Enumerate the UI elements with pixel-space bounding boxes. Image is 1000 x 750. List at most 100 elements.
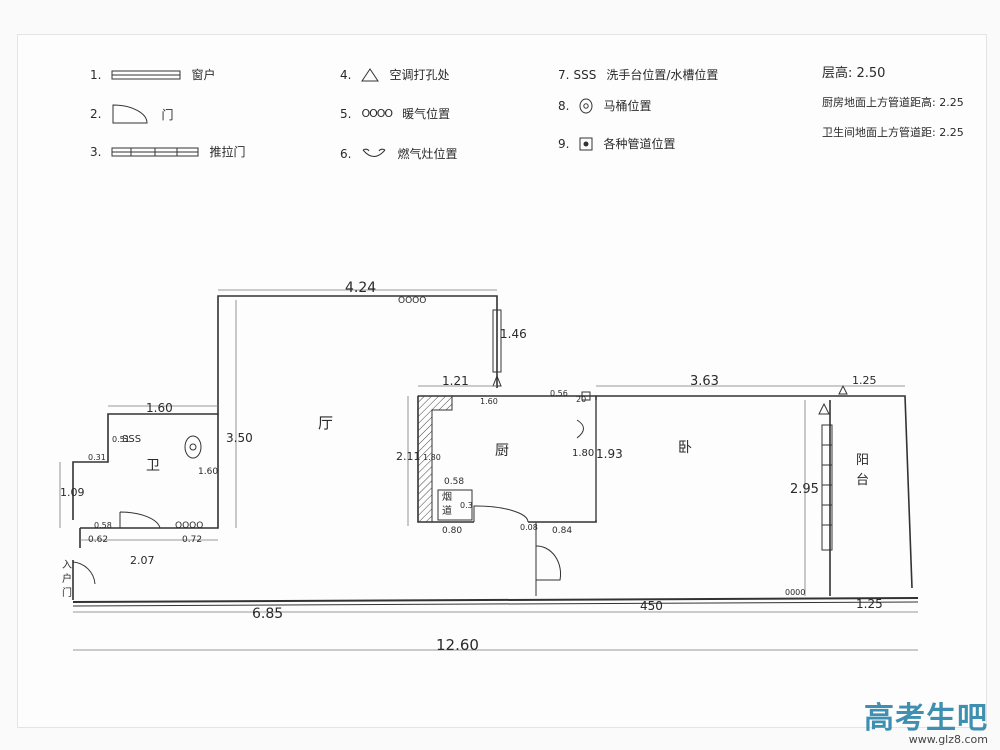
legend-number: 4. <box>340 67 352 82</box>
entry-label-2: 户 <box>62 572 72 585</box>
window-symbol-icon <box>111 70 181 79</box>
bath-door <box>119 511 161 529</box>
legend-number: 3. <box>90 144 102 159</box>
dim-kitchen-top-a: 1.60 <box>480 397 498 406</box>
dim-bath-b1: 0.58 <box>94 521 112 530</box>
kitchen-pipe-note: 厨房地面上方管道距高: 2.25 <box>822 96 964 109</box>
legend-label: 空调打孔处 <box>389 68 450 82</box>
door-symbol-icon <box>112 104 148 124</box>
legend-label: 暖气位置 <box>402 107 451 121</box>
legend-label: 马桶位置 <box>603 99 652 113</box>
legend-number: 5. <box>340 106 352 121</box>
ac-hole-icon <box>838 384 848 395</box>
ac-hole-icon <box>818 402 830 415</box>
dim-living-height: 3.50 <box>226 431 253 445</box>
legend-number: 9. <box>558 136 570 151</box>
legend-label: 各种管道位置 <box>603 137 676 151</box>
dim-kitchen-height: 2.11 <box>396 450 421 463</box>
legend-number: 6. <box>340 146 352 161</box>
dim-window: 1.46 <box>500 327 527 341</box>
pipe-icon <box>581 391 591 401</box>
legend-label: 洗手台位置/水槽位置 <box>606 68 719 82</box>
dim-bottom-b: 450 <box>640 599 663 613</box>
room-label-bedroom: 卧 <box>678 440 692 456</box>
kitchen-wall <box>417 395 597 523</box>
dim-bottom-a: 6.85 <box>252 606 283 622</box>
dim-bedroom-width: 3.63 <box>690 374 719 389</box>
sink-icon: SSS <box>122 434 141 445</box>
dim-living-width: 4.24 <box>345 280 376 296</box>
dim-kitchen-right: 1.80 <box>572 448 594 459</box>
legend-item-window: 1. 窗户 <box>90 66 215 83</box>
bottom-wall <box>72 597 919 603</box>
balcony-sliding-door <box>821 424 833 551</box>
legend-item-ac-hole: 4. 空调打孔处 <box>340 66 449 83</box>
dim-bath-side: 0.31 <box>88 453 106 462</box>
room-label-kitchen: 厨 <box>495 443 509 459</box>
shaft-label-2: 道 <box>442 504 452 517</box>
toilet-icon <box>184 435 202 459</box>
kitchen-door <box>473 505 529 523</box>
legend-item-sink: 7. SSS 洗手台位置/水槽位置 <box>558 66 718 83</box>
bedroom-wall <box>596 395 913 589</box>
legend-label: 窗户 <box>191 68 216 82</box>
dim-k-bottom-b: 0.08 <box>520 523 538 532</box>
toilet-symbol-icon <box>579 98 593 113</box>
dim-k-bottom-c: 0.84 <box>552 526 572 536</box>
radiator-icon: OOOO <box>398 296 426 306</box>
dim-bath-left: 1.09 <box>60 486 85 499</box>
legend-number: 7. <box>558 67 570 82</box>
sliding-door-symbol-icon <box>111 147 199 156</box>
legend-item-pipe: 9. 各种管道位置 <box>558 135 675 152</box>
room-label-balcony-2: 台 <box>856 473 869 488</box>
legend-item-sliding-door: 3. 推拉门 <box>90 143 245 160</box>
dim-bedroom-height: 1.93 <box>596 447 623 461</box>
dim-bath-total: 2.07 <box>130 554 155 567</box>
dim-kitchen-width: 1.21 <box>442 374 469 388</box>
radiator-icon: 0000 <box>785 588 805 597</box>
ac-hole-symbol-icon <box>361 67 380 81</box>
dim-k-bottom-a: 0.80 <box>442 526 462 536</box>
entry-label-3: 门 <box>62 586 72 599</box>
watermark-logo: 高考生吧 <box>864 701 988 736</box>
gas-stove-icon <box>576 419 584 439</box>
dim-bath-b3: 0.72 <box>182 535 202 545</box>
bottom-wall-inner <box>72 601 919 607</box>
bath-pipe-note: 卫生间地面上方管道距: 2.25 <box>822 126 964 139</box>
dim-bath-toilet: 1.60 <box>198 467 218 477</box>
flue-shaft <box>437 489 473 521</box>
bathroom-wall <box>80 414 219 529</box>
entry-label-1: 入 <box>62 560 72 571</box>
dim-balcony-height: 2.95 <box>790 482 819 497</box>
room-label-living: 厅 <box>318 414 333 432</box>
kitchen-hatched-wall <box>417 395 453 523</box>
dim-total: 12.60 <box>436 636 479 654</box>
legend-item-door: 2. 门 <box>90 103 173 125</box>
legend-label: 燃气灶位置 <box>397 147 458 161</box>
dim-kitchen-top-b: 0.56 <box>550 389 568 398</box>
legend-item-gas-stove: 6. 燃气灶位置 <box>340 145 457 162</box>
entry-door <box>72 560 96 600</box>
dim-kitchen-inner: 1.80 <box>423 453 441 462</box>
dim-bottom-c: 1.25 <box>856 597 883 611</box>
radiator-symbol-icon: OOOO <box>361 107 393 120</box>
legend-item-radiator: 5. OOOO 暖气位置 <box>340 105 450 122</box>
dim-kitchen-top-c: 20 <box>576 395 586 404</box>
watermark: 高考生吧 www.glz8.com <box>864 693 988 746</box>
sink-symbol-icon: SSS <box>573 67 597 82</box>
ceiling-height-note: 层高: 2.50 <box>822 66 886 81</box>
legend-number: 2. <box>90 107 102 121</box>
dim-shaft-w: 0.58 <box>444 477 464 487</box>
dim-shaft-h: 0.3 <box>460 501 473 510</box>
dim-bath-sink: 0.51 <box>112 435 130 444</box>
gas-stove-symbol-icon <box>363 148 386 157</box>
watermark-url: www.glz8.com <box>908 733 988 746</box>
dim-bath-b2: 0.62 <box>88 535 108 545</box>
bedroom-door <box>535 522 562 596</box>
room-label-bath: 卫 <box>146 458 160 474</box>
room-label-balcony-1: 阳 <box>856 453 869 468</box>
toilet-inner <box>189 443 197 451</box>
legend-item-toilet: 8. 马桶位置 <box>558 97 651 114</box>
legend-label: 推拉门 <box>209 145 246 159</box>
